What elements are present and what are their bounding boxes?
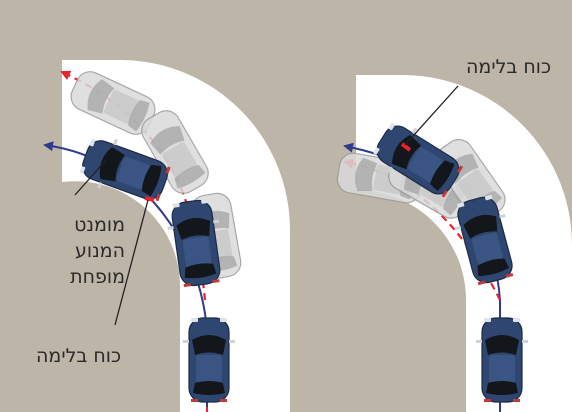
right-car-bottom (475, 317, 529, 403)
brake-force-label-left: כוח בלימה (36, 345, 122, 367)
engine-moment-label: מומנט המנוע מופחת (70, 212, 125, 290)
engine-moment-line-2: המנוע (75, 240, 125, 262)
right-road (356, 75, 572, 412)
engine-moment-line-1: מומנט (74, 214, 125, 236)
brake-force-label-right: כוח בלימה (466, 56, 552, 78)
left-moment-leader (74, 159, 107, 196)
left-brake-marker (144, 196, 155, 202)
right-brake-leader (404, 85, 459, 146)
right-brake-marker (400, 142, 412, 152)
left-car-bottom (182, 317, 236, 403)
left-brake-leader (114, 199, 149, 326)
engine-moment-line-3: מופחת (70, 266, 125, 288)
